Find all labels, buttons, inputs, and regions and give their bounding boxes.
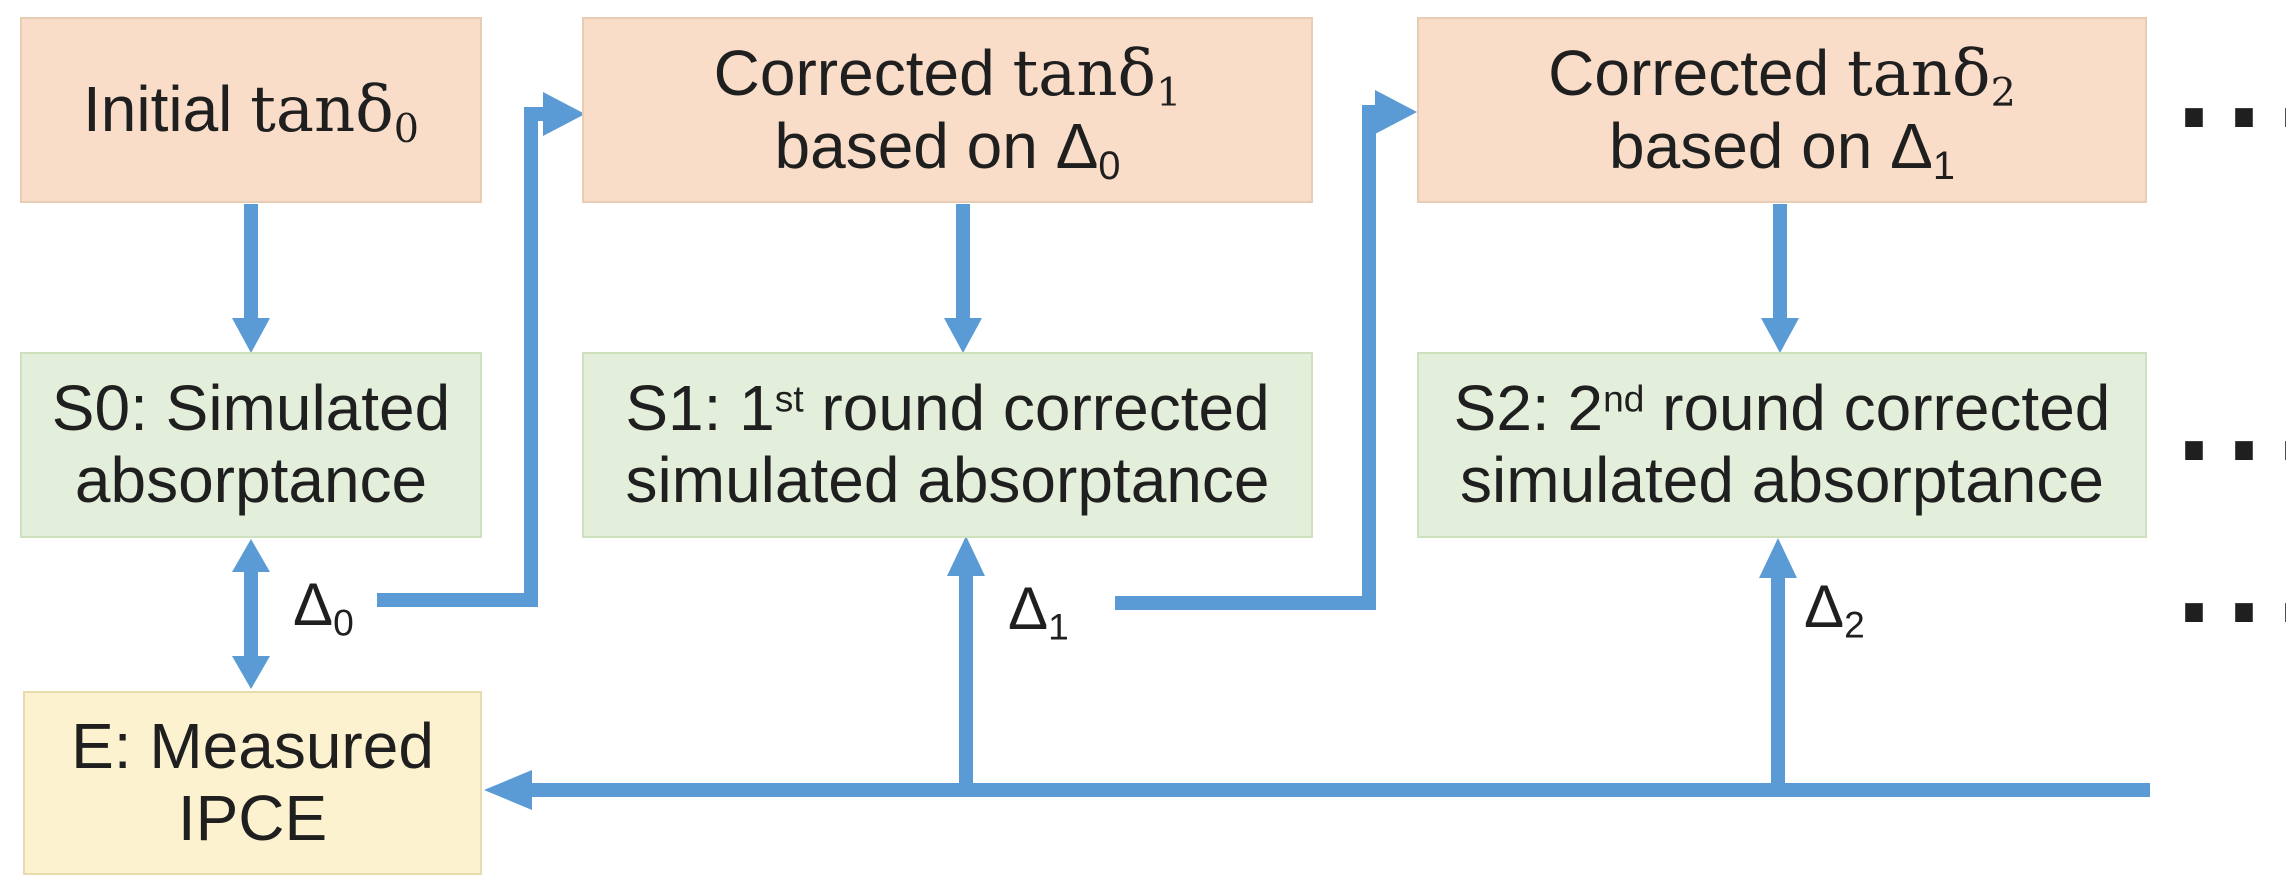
connector-delta1-to-tand2 — [1115, 90, 1417, 610]
box-s0-line1: S0: Simulated — [51, 372, 451, 445]
arrow-s0-measured-double — [232, 539, 270, 689]
box-initial-tand0-label: Initial tanδ0 — [82, 72, 420, 152]
box-corrected-tand1-line2: based on Δ0 — [774, 109, 1121, 188]
arrow-delta2-up — [1759, 538, 1797, 797]
box-s1-line1: S1: 1st round corrected — [625, 372, 1270, 445]
arrow-tand2-to-s2 — [1761, 204, 1799, 353]
box-corrected-tand1-line1: Corrected tanδ1 — [713, 36, 1182, 116]
box-measured-ipce: E: Measured IPCE — [23, 691, 482, 875]
arrow-delta1-up — [947, 536, 985, 797]
ellipsis-top-row: ... — [2175, 34, 2286, 151]
box-corrected-tand1: Corrected tanδ1 based on Δ0 — [582, 17, 1313, 203]
arrow-initial-to-s0 — [232, 204, 270, 353]
box-s1-line2: simulated absorptance — [625, 444, 1270, 516]
box-s1-corrected-absorptance: S1: 1st round corrected simulated absorp… — [582, 352, 1313, 538]
connector-delta0-to-tand1 — [377, 92, 585, 607]
box-s2-line2: simulated absorptance — [1460, 444, 2104, 516]
label-delta0: Δ0 — [293, 571, 354, 644]
box-corrected-tand2-line2: based on Δ1 — [1609, 109, 1955, 188]
ellipsis-middle-row: ... — [2175, 367, 2286, 484]
box-s2-line1: S2: 2nd round corrected — [1453, 372, 2111, 445]
arrow-tand1-to-s1 — [944, 204, 982, 353]
ellipsis-delta-row: ... — [2175, 529, 2286, 646]
arrow-feedback-to-measured — [484, 770, 2150, 810]
box-measured-ipce-line1: E: Measured — [71, 710, 434, 783]
box-s2-corrected-absorptance: S2: 2nd round corrected simulated absorp… — [1417, 352, 2147, 538]
box-s0-line2: absorptance — [74, 444, 428, 516]
box-corrected-tand2: Corrected tanδ2 based on Δ1 — [1417, 17, 2147, 203]
box-measured-ipce-line2: IPCE — [177, 782, 328, 854]
box-corrected-tand2-line1: Corrected tanδ2 — [1548, 36, 2016, 116]
box-s0-simulated-absorptance: S0: Simulated absorptance — [20, 352, 482, 538]
label-delta2: Δ2 — [1804, 573, 1865, 646]
box-initial-tand0: Initial tanδ0 — [20, 17, 482, 203]
label-delta1: Δ1 — [1008, 575, 1069, 648]
